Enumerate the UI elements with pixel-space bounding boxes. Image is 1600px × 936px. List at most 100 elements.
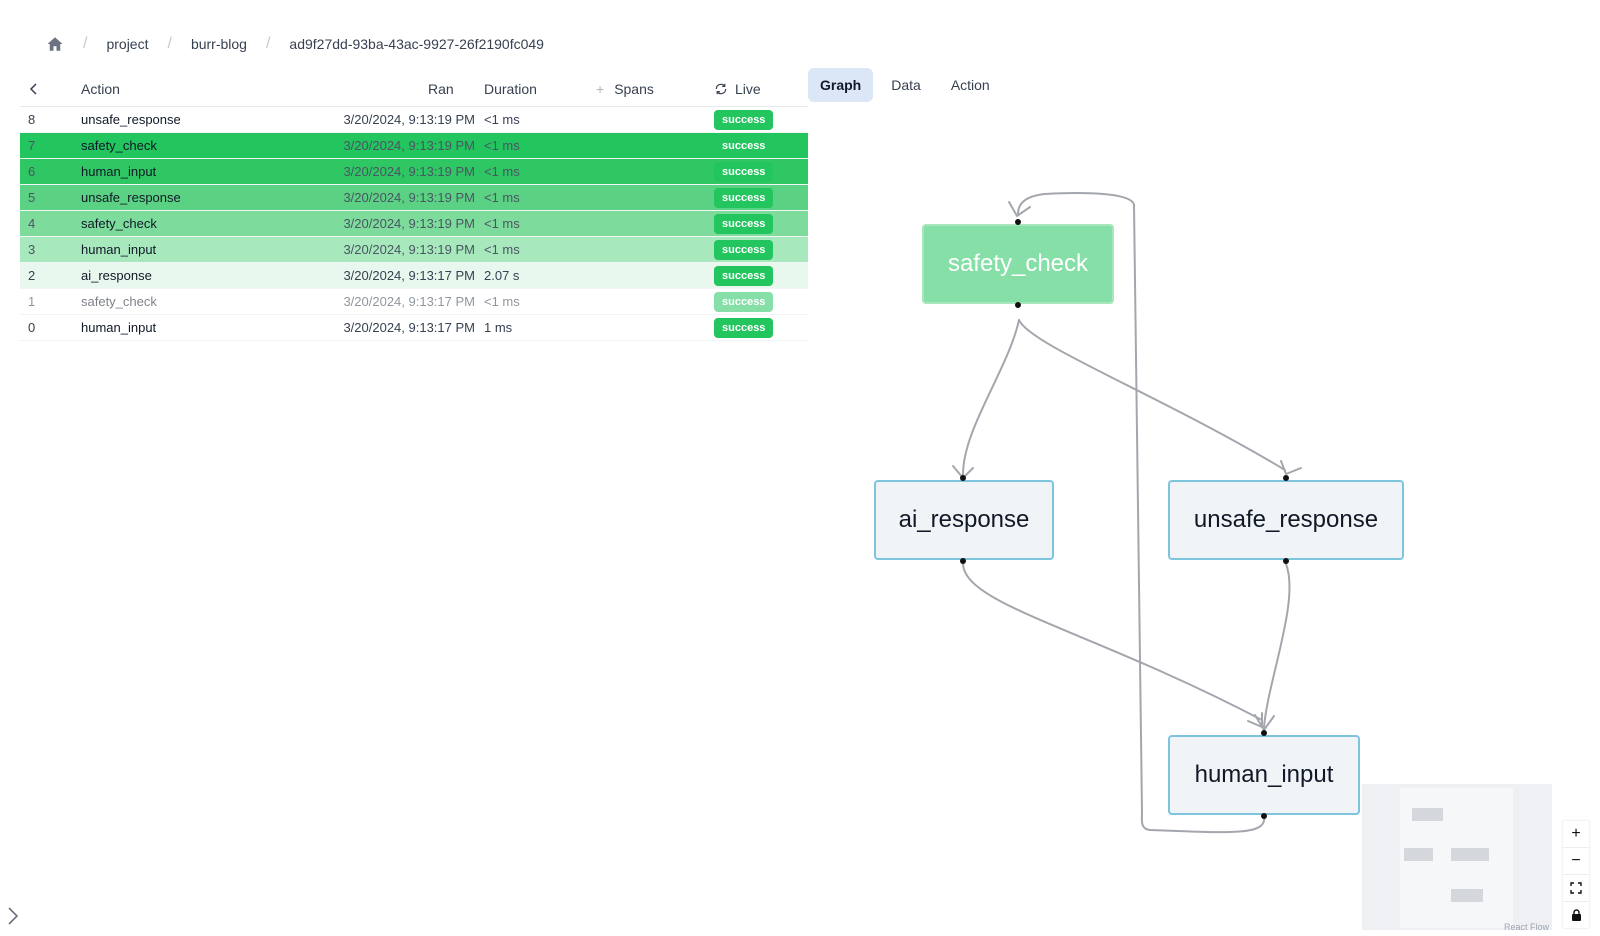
header-spans[interactable]: + Spans [596,72,654,106]
node-handle[interactable] [1015,302,1021,308]
lock-icon[interactable] [1563,902,1589,928]
row-action: unsafe_response [81,190,181,205]
node-handle[interactable] [960,558,966,564]
row-ran: 3/20/2024, 9:13:17 PM [343,268,475,283]
node-unsafe-response[interactable]: unsafe_response [1168,480,1404,560]
breadcrumb-app[interactable]: burr-blog [190,36,247,52]
row-action: safety_check [81,138,157,153]
row-ran: 3/20/2024, 9:13:17 PM [343,320,475,335]
row-duration: <1 ms [484,190,520,205]
edge-safety-check-to-unsafe-response [1018,319,1286,471]
edge-safety-check-to-ai-response [961,319,1020,477]
header-spans-label: Spans [614,81,654,97]
header-duration[interactable]: Duration [484,81,537,97]
node-handle[interactable] [1261,730,1267,736]
breadcrumb-project[interactable]: project [106,36,149,52]
row-action: ai_response [81,268,152,283]
zoom-out-icon[interactable]: − [1563,848,1589,875]
breadcrumb: / project / burr-blog / ad9f27dd-93ba-43… [46,32,544,56]
minimap-node [1412,808,1443,821]
table-row[interactable]: 5 unsafe_response 3/20/2024, 9:13:19 PM … [20,185,808,211]
tab-data[interactable]: Data [891,77,921,93]
arrowhead [1254,714,1275,731]
node-handle[interactable] [1283,558,1289,564]
row-index: 7 [28,138,36,153]
status-badge: success [714,161,774,182]
breadcrumb-run-id[interactable]: ad9f27dd-93ba-43ac-9927-26f2190fc049 [289,36,544,52]
row-action: human_input [81,242,157,257]
breadcrumb-separator: / [265,35,271,52]
row-ran: 3/20/2024, 9:13:19 PM [343,138,475,153]
table-header: Action Ran Duration + Spans Live [20,72,808,107]
arrowhead [1247,712,1263,728]
table-row[interactable]: 6 human_input 3/20/2024, 9:13:19 PM <1 m… [20,159,808,185]
fit-view-icon[interactable] [1563,875,1589,902]
react-flow-attribution[interactable]: React Flow [1504,922,1550,932]
view-tabs: Graph Data Action [808,68,1008,102]
header-ran[interactable]: Ran [428,81,454,97]
row-index: 1 [28,294,36,309]
row-action: human_input [81,164,157,179]
row-ran: 3/20/2024, 9:13:19 PM [343,112,475,127]
table-row[interactable]: 3 human_input 3/20/2024, 9:13:19 PM <1 m… [20,237,808,263]
minimap-node [1404,848,1433,861]
row-duration: 2.07 s [484,268,520,283]
table-row[interactable]: 1 safety_check 3/20/2024, 9:13:17 PM <1 … [20,289,808,315]
node-safety-check[interactable]: safety_check [922,224,1114,304]
header-action[interactable]: Action [81,81,120,97]
row-action: human_input [81,320,157,335]
row-duration: <1 ms [484,112,520,127]
row-index: 2 [28,268,36,283]
row-duration: <1 ms [484,242,520,257]
breadcrumb-separator: / [83,35,88,52]
edge-ai-response-to-human-input [962,563,1263,721]
expand-sidebar-chevron-icon[interactable] [6,906,22,926]
row-duration: <1 ms [484,138,520,153]
status-badge: success [714,239,774,260]
table-row[interactable]: 8 unsafe_response 3/20/2024, 9:13:19 PM … [20,107,808,133]
row-action: unsafe_response [81,112,181,127]
table-row[interactable]: 4 safety_check 3/20/2024, 9:13:19 PM <1 … [20,211,808,237]
arrowhead [1280,460,1302,475]
minimap-node [1451,848,1489,861]
row-ran: 3/20/2024, 9:13:19 PM [343,190,475,205]
row-duration: <1 ms [484,294,520,309]
edge-unsafe-response-to-human-input [1263,563,1291,728]
live-label: Live [735,81,761,97]
node-ai-response[interactable]: ai_response [874,480,1054,560]
back-chevron-icon[interactable] [28,72,48,106]
refresh-icon [715,83,727,95]
zoom-in-icon[interactable]: + [1563,821,1589,848]
breadcrumb-separator: / [167,35,172,52]
plus-icon[interactable]: + [596,81,605,97]
row-ran: 3/20/2024, 9:13:19 PM [343,242,475,257]
row-ran: 3/20/2024, 9:13:19 PM [343,216,475,231]
row-duration: 1 ms [484,320,513,335]
row-action: safety_check [81,216,157,231]
status-badge: success [714,109,774,130]
minimap-node [1451,889,1483,902]
home-icon[interactable] [46,35,64,53]
table-row[interactable]: 7 safety_check 3/20/2024, 9:13:19 PM <1 … [20,133,808,159]
row-duration: <1 ms [484,164,520,179]
status-badge: success [714,187,774,208]
steps-table: Action Ran Duration + Spans Live 8 unsaf… [20,72,808,341]
live-toggle[interactable]: Live [714,72,761,106]
node-handle[interactable] [1261,813,1267,819]
tab-action[interactable]: Action [950,77,990,93]
node-handle[interactable] [1015,219,1021,225]
row-index: 3 [28,242,36,257]
table-row[interactable]: 2 ai_response 3/20/2024, 9:13:17 PM 2.07… [20,263,808,289]
graph-controls: + − [1563,821,1589,928]
arrowhead [1008,201,1031,217]
row-duration: <1 ms [484,216,520,231]
node-handle[interactable] [960,475,966,481]
table-row[interactable]: 0 human_input 3/20/2024, 9:13:17 PM 1 ms… [20,315,808,341]
minimap[interactable] [1362,784,1552,930]
tab-graph[interactable]: Graph [808,68,874,102]
row-action: safety_check [81,294,157,309]
node-handle[interactable] [1283,475,1289,481]
status-badge: success [714,291,774,312]
status-badge: success [714,317,774,338]
node-human-input[interactable]: human_input [1168,735,1360,815]
